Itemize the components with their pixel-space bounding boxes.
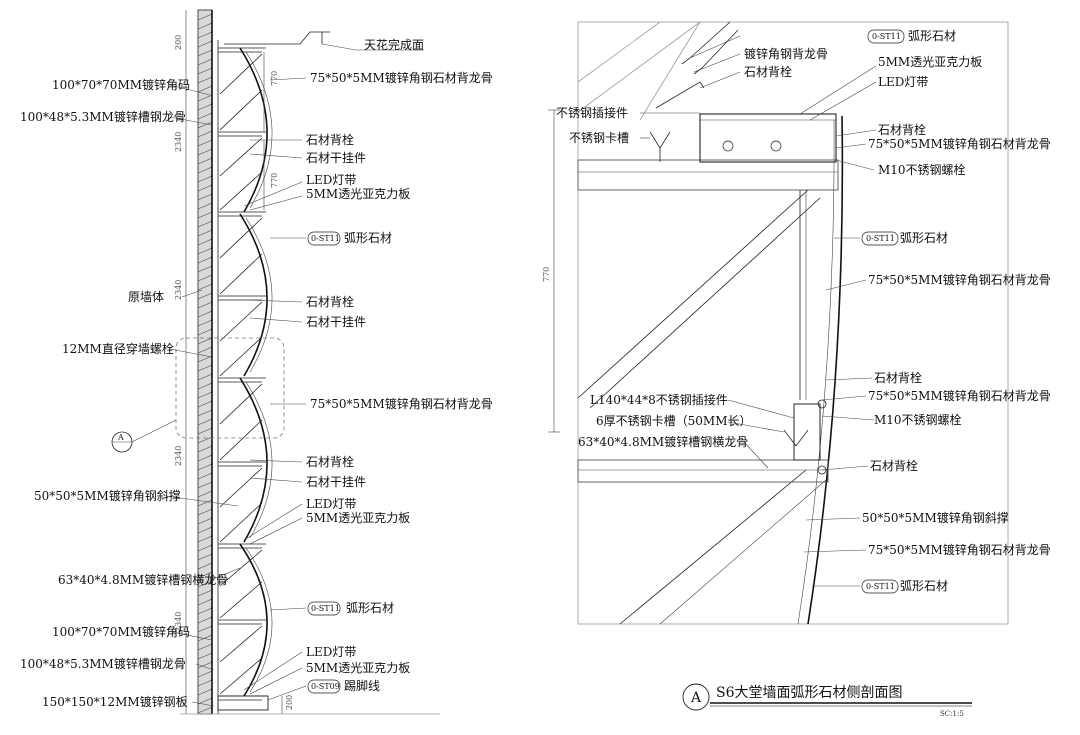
left-tag-2: 0-ST09 bbox=[311, 682, 340, 691]
title-marker: A bbox=[690, 690, 702, 706]
right-label-r3: 5MM透光亚克力板 bbox=[878, 55, 982, 69]
left-dim-1: 2340 bbox=[174, 132, 183, 152]
left-dim-5: 770 bbox=[270, 71, 279, 86]
left-label-r17: 踢脚线 bbox=[344, 678, 380, 693]
right-label-r15: 75*50*5MM镀锌角钢石材背龙骨 bbox=[868, 543, 1051, 557]
left-tag-1: 0-ST11 bbox=[311, 604, 340, 613]
right-tag-1: 0-ST11 bbox=[866, 234, 895, 243]
right-label-l3: 6厚不锈钢卡槽（50MM长） bbox=[596, 414, 751, 428]
left-label-l1: 100*48*5.3MM镀锌槽钢龙骨 bbox=[20, 110, 186, 124]
left-dim-2: 2340 bbox=[174, 280, 183, 300]
right-label-r9: 75*50*5MM镀锌角钢石材背龙骨 bbox=[868, 273, 1051, 287]
right-detail-drawing bbox=[548, 21, 1009, 625]
left-dim-0: 200 bbox=[174, 35, 183, 50]
left-label-r5: 5MM透光亚克力板 bbox=[306, 187, 410, 201]
right-dim-0: 770 bbox=[542, 267, 551, 282]
left-label-r4: LED灯带 bbox=[306, 173, 356, 187]
right-label-r7: M10不锈钢螺栓 bbox=[878, 162, 966, 177]
left-dim-3: 2340 bbox=[174, 446, 183, 466]
left-label-l3: 12MM直径穿墙螺栓 bbox=[62, 341, 174, 356]
left-label-l2: 原墙体 bbox=[128, 290, 164, 304]
right-callout-leaders-right bbox=[689, 35, 877, 587]
left-section-drawing bbox=[175, 9, 440, 715]
right-tag-2: 0-ST11 bbox=[866, 582, 895, 591]
right-label-r2: 石材背栓 bbox=[744, 64, 792, 79]
left-dim-4: 2340 bbox=[174, 612, 183, 632]
left-callout-leaders-right bbox=[243, 43, 424, 701]
right-label-l1: 不锈钢卡槽 bbox=[569, 131, 629, 145]
right-label-r14: 50*50*5MM镀锌角钢斜撑 bbox=[862, 510, 1009, 525]
left-section-marker-label: A bbox=[117, 433, 124, 442]
right-label-r4: LED灯带 bbox=[878, 75, 928, 89]
left-label-r7: 石材背栓 bbox=[306, 294, 354, 309]
left-callout-leaders-left bbox=[165, 84, 241, 707]
left-label-r3: 石材干挂件 bbox=[306, 151, 366, 165]
left-label-r15: LED灯带 bbox=[306, 645, 356, 659]
right-label-r13: 石材背栓 bbox=[870, 458, 918, 473]
right-label-r5: 石材背栓 bbox=[878, 122, 926, 137]
left-section-marker: A bbox=[111, 419, 177, 453]
left-label-r12: LED灯带 bbox=[306, 497, 356, 511]
drawing-title: S6大堂墙面弧形石材侧剖面图 bbox=[716, 685, 903, 701]
left-tag-0: 0-ST11 bbox=[311, 234, 340, 243]
right-label-r12: M10不锈钢螺栓 bbox=[874, 412, 962, 427]
left-label-l7: 100*48*5.3MM镀锌槽钢龙骨 bbox=[20, 657, 186, 671]
left-dim-6: 770 bbox=[270, 173, 279, 188]
left-label-l6: 100*70*70MM镀锌角码 bbox=[52, 625, 190, 639]
left-label-r13: 5MM透光亚克力板 bbox=[306, 511, 410, 525]
left-label-r2: 石材背栓 bbox=[306, 132, 354, 147]
right-label-r11: 75*50*5MM镀锌角钢石材背龙骨 bbox=[868, 389, 1051, 403]
right-callout-leaders-left bbox=[640, 112, 795, 469]
left-label-l8: 150*150*12MM镀锌钢板 bbox=[42, 695, 188, 709]
left-label-r14: 弧形石材 bbox=[346, 601, 394, 615]
left-label-r8: 石材干挂件 bbox=[306, 315, 366, 329]
left-dim-7: 200 bbox=[285, 695, 294, 710]
right-label-r10: 石材背栓 bbox=[874, 370, 922, 385]
right-label-r16: 弧形石材 bbox=[900, 579, 948, 593]
left-label-l4: 50*50*5MM镀锌角钢斜撑 bbox=[34, 488, 181, 503]
left-label-r16: 5MM透光亚克力板 bbox=[306, 661, 410, 675]
right-label-l0: 不锈钢插接件 bbox=[556, 105, 628, 120]
left-label-r0: 天花完成面 bbox=[364, 37, 424, 52]
right-label-r1: 镀锌角钢背龙骨 bbox=[744, 47, 828, 61]
title-block bbox=[682, 683, 972, 711]
left-label-l5: 63*40*4.8MM镀锌槽钢横龙骨 bbox=[58, 573, 228, 587]
right-label-r6: 75*50*5MM镀锌角钢石材背龙骨 bbox=[868, 137, 1051, 151]
right-tag-0: 0-ST11 bbox=[872, 32, 901, 41]
right-label-r0: 弧形石材 bbox=[908, 29, 956, 43]
right-label-l4: 63*40*4.8MM镀锌槽钢横龙骨 bbox=[578, 435, 748, 449]
right-label-r8: 弧形石材 bbox=[900, 231, 948, 245]
right-label-l2: L140*44*8不锈钢插接件 bbox=[590, 392, 728, 407]
left-label-l0: 100*70*70MM镀锌角码 bbox=[52, 78, 190, 92]
left-label-r10: 石材背栓 bbox=[306, 454, 354, 469]
left-label-r6: 弧形石材 bbox=[344, 231, 392, 245]
left-label-r9: 75*50*5MM镀锌角钢石材背龙骨 bbox=[310, 397, 493, 411]
left-label-r11: 石材干挂件 bbox=[306, 475, 366, 489]
drawing-scale: SC:1:5 bbox=[940, 710, 964, 718]
left-label-r1: 75*50*5MM镀锌角钢石材背龙骨 bbox=[310, 71, 493, 85]
